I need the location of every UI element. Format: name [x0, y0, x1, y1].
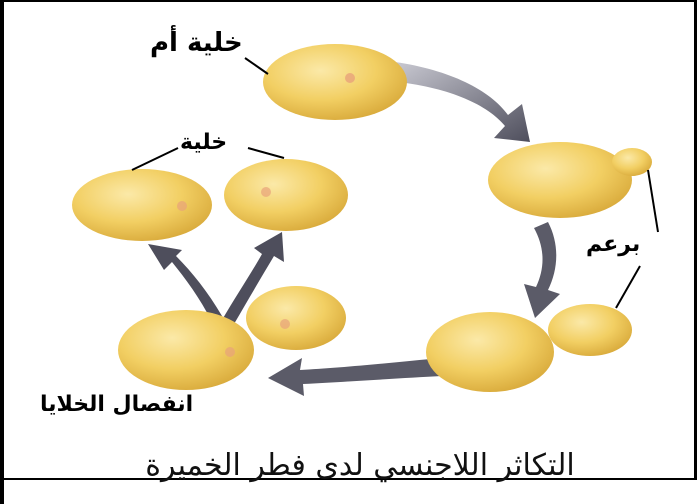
frame-border-bottom — [0, 478, 697, 480]
label-cell-separation: انفصال الخلايا — [40, 392, 194, 417]
frame-border-right — [694, 0, 697, 480]
separating-cells — [118, 286, 346, 390]
frame-border-left — [0, 0, 4, 504]
leader-bud-bottom — [615, 265, 641, 309]
leader-bud-top — [647, 169, 659, 233]
leader-cell-left — [131, 147, 179, 171]
diagram-caption: التكاثر اللاجنسي لدى فطر الخميرة — [145, 448, 575, 483]
budding-cell — [488, 142, 652, 218]
arrow-bottom-left — [268, 358, 442, 396]
leader-cell-right — [247, 147, 285, 159]
arrow-up-right — [222, 232, 284, 324]
arrow-right-down — [524, 222, 560, 318]
arrow-top-right — [395, 62, 530, 142]
arrow-up-left — [148, 244, 222, 322]
label-cell: خلية — [180, 130, 228, 155]
daughter-cells — [72, 159, 348, 241]
label-bud: برعم — [586, 232, 641, 257]
mother-cell — [263, 44, 407, 120]
frame-border-top — [0, 0, 697, 2]
large-bud-cell — [426, 304, 632, 392]
leader-mother — [244, 57, 269, 75]
label-mother-cell: خلية أم — [150, 28, 243, 58]
